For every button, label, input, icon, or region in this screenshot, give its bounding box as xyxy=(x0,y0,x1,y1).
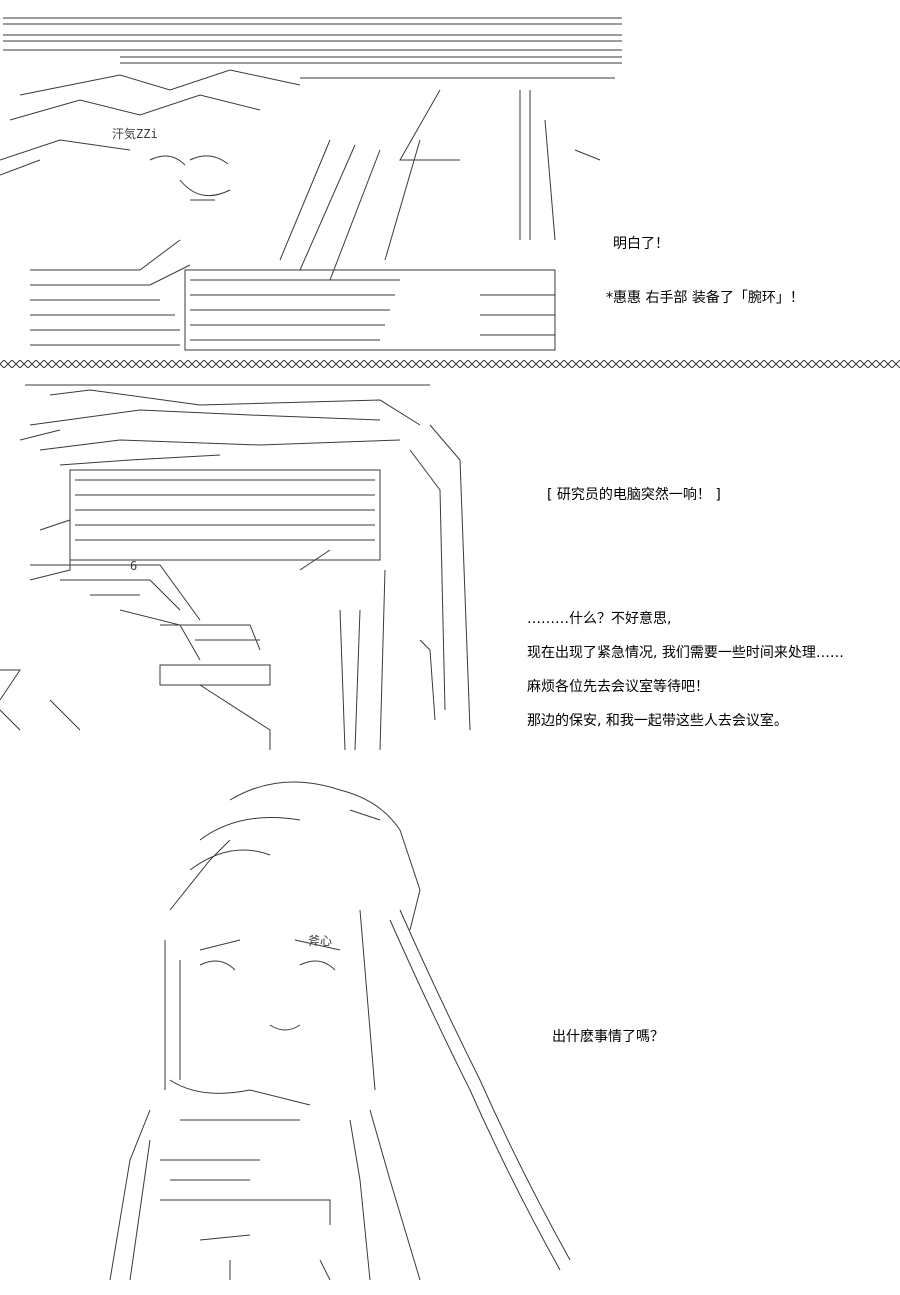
caption-understood: 明白了！ xyxy=(613,236,669,252)
dialogue-line: 现在出现了紧急情况, 我们需要一些时间来处理…… xyxy=(527,645,844,661)
ascii-art-scene-1: 汗気ZZi xyxy=(0,17,622,351)
panel-3: 斧心 出什麽事情了嗎？ xyxy=(0,760,900,1295)
art-text-scene-1: 汗気ZZi xyxy=(112,126,158,141)
caption-equipped: *惠惠 右手部 装备了「腕环」！ xyxy=(606,290,804,306)
scene-divider xyxy=(0,360,900,368)
panel-2: 6 [ 研究员的电脑突然一响！ ] ………什么？不好意思, 现在出现了紧急情况,… xyxy=(0,370,900,760)
caption-what-happened: 出什麽事情了嗎？ xyxy=(552,1029,664,1045)
dialogue-list: ………什么？不好意思, 现在出现了紧急情况, 我们需要一些时间来处理…… 麻烦各… xyxy=(527,608,844,744)
art-text-scene-3: 斧心 xyxy=(308,934,332,948)
art-number-6: 6 xyxy=(130,559,137,573)
dialogue-line: ………什么？不好意思, xyxy=(527,611,672,627)
dialogue-line: 麻烦各位先去会议室等待吧！ xyxy=(527,679,709,695)
dialogue-line: 那边的保安, 和我一起带这些人去会议室。 xyxy=(527,713,788,729)
ascii-art-scene-3: 斧心 xyxy=(109,781,571,1281)
ascii-art-scene-2: 6 xyxy=(0,384,471,751)
caption-computer-alarm: [ 研究员的电脑突然一响！ ] xyxy=(547,487,721,503)
panel-1: 汗気ZZi 明白了！ *惠惠 右手部 装备了「腕环」！ xyxy=(0,0,900,360)
